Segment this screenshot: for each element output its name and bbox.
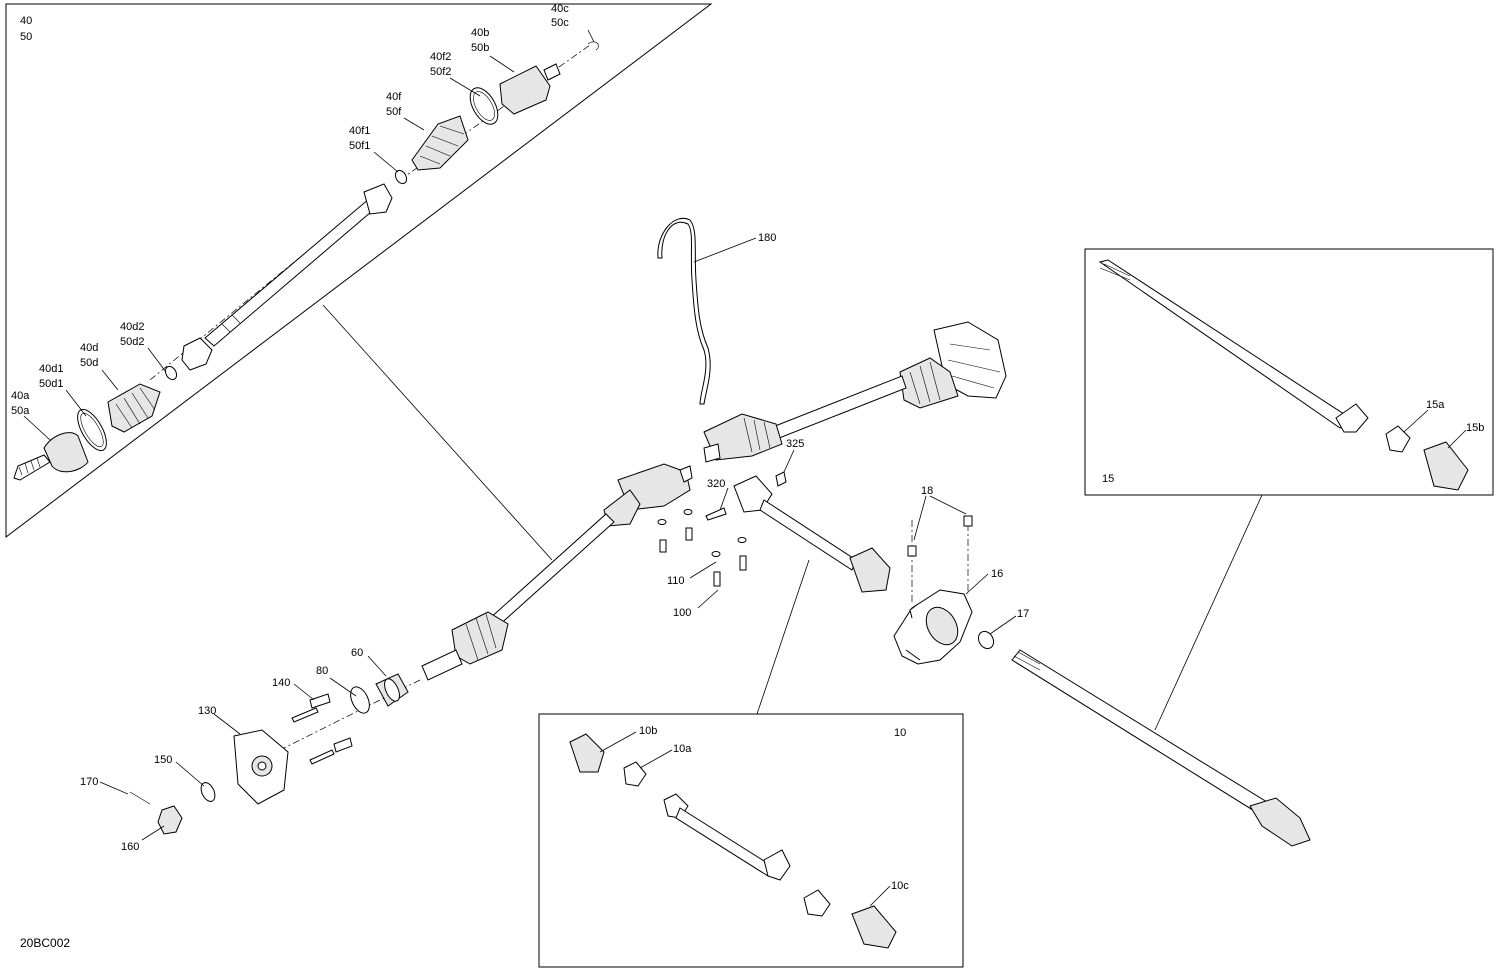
cv-boot (451, 611, 509, 665)
callout-150: 150 (154, 754, 172, 766)
snap-ring (977, 630, 995, 650)
callout-15b: 15b (1466, 422, 1484, 434)
bolt (963, 515, 973, 527)
cv-boot (703, 413, 783, 461)
inset-connector-line (1154, 494, 1263, 731)
castle-nut (157, 805, 183, 835)
retaining-ring (350, 686, 370, 714)
callout-320: 320 (707, 478, 725, 490)
callout-50f2: 50f2 (430, 66, 451, 78)
callout-325: 325 (786, 438, 804, 450)
rear-propeller-shaft (1011, 649, 1311, 847)
callout-50f1: 50f1 (349, 140, 370, 152)
front-drive-shaft-assembly (239, 321, 1007, 771)
callout-110: 110 (667, 575, 685, 587)
callout-160: 160 (121, 841, 139, 853)
shaft-10-inset-frame (538, 713, 964, 968)
callout-170: 170 (80, 776, 98, 788)
callout-40f2: 40f2 (430, 51, 451, 63)
shaft-15-inset-frame (1084, 248, 1494, 496)
frame-label: 40 (20, 15, 32, 27)
callout-40f: 40f (386, 91, 402, 103)
callout-40d1: 40d1 (39, 363, 63, 375)
universal-joint-cross (623, 761, 647, 787)
outer-cv-joint (43, 432, 89, 473)
callout-16: 16 (991, 568, 1003, 580)
callout-18: 18 (921, 485, 933, 497)
callout-40d2: 40d2 (120, 321, 144, 333)
callout-60: 60 (351, 647, 363, 659)
callout-40b: 40b (471, 27, 489, 39)
cv-stub-shaft (421, 649, 463, 681)
callout-50a: 50a (11, 405, 30, 417)
callout-10c: 10c (891, 880, 909, 892)
yoke (1423, 441, 1469, 491)
callout-50c: 50c (551, 17, 569, 29)
callout-40c: 40c (551, 3, 569, 15)
frame-label: 50 (20, 31, 32, 43)
cv-boot (107, 383, 161, 433)
clamp-ring (469, 87, 499, 125)
universal-joint-cross (1385, 425, 1411, 453)
inner-cv-housing (499, 65, 551, 115)
fastener-group (657, 471, 787, 587)
washer (200, 782, 216, 802)
inset-connector-line (322, 304, 553, 561)
callout-50d2: 50d2 (120, 336, 144, 348)
circlip (587, 41, 599, 51)
front-axle-shaft (487, 513, 615, 629)
callout-140: 140 (272, 677, 290, 689)
inner-boot (411, 115, 469, 171)
hub-bolt (333, 737, 353, 753)
yoke (569, 733, 605, 773)
small-clamp (164, 365, 178, 381)
cv-stub-shaft (13, 454, 51, 481)
hub-bolt (309, 749, 335, 765)
callout-50b: 50b (471, 42, 489, 54)
frame-label: 15 (1102, 473, 1114, 485)
hub-bolt (291, 707, 319, 723)
callout-40d: 40d (80, 342, 98, 354)
callout-10a: 10a (673, 743, 692, 755)
rear-shaft-inset-frame (5, 3, 713, 539)
shaft-10-exploded (569, 733, 897, 949)
callout-50d1: 50d1 (39, 378, 63, 390)
cv-boot (899, 357, 959, 409)
breather-hose (657, 217, 711, 405)
callout-80: 80 (316, 665, 328, 677)
callout-40f1: 40f1 (349, 125, 370, 137)
callout-180: 180 (758, 232, 776, 244)
callout-50d: 50d (80, 357, 98, 369)
rear-axle-shaft (204, 197, 379, 347)
leader-lines (23, 29, 1467, 907)
frame-label: 10 (894, 727, 906, 739)
callout-130: 130 (198, 705, 216, 717)
front-propeller-shaft (733, 475, 891, 593)
rear-shaft-exploded-group (13, 41, 599, 481)
yoke (851, 905, 897, 949)
tripod-joint (181, 337, 213, 371)
universal-joint-cross (803, 889, 831, 917)
inset-connector-line (756, 559, 810, 715)
diagram-code: 20BC002 (20, 936, 70, 950)
callout-40a: 40a (11, 390, 30, 402)
callout-10b: 10b (639, 725, 657, 737)
bolt (907, 545, 917, 557)
cotter-pin (129, 791, 151, 805)
clamp-ring (77, 408, 107, 452)
front-axle-shaft (759, 375, 907, 445)
shaft-15-exploded (1098, 259, 1469, 491)
callout-100: 100 (673, 607, 691, 619)
callout-50f: 50f (386, 106, 402, 118)
hub-bolt (309, 693, 331, 709)
callout-17: 17 (1017, 608, 1029, 620)
small-clamp (394, 169, 408, 185)
callout-15a: 15a (1426, 399, 1445, 411)
inner-tripod (363, 183, 393, 215)
